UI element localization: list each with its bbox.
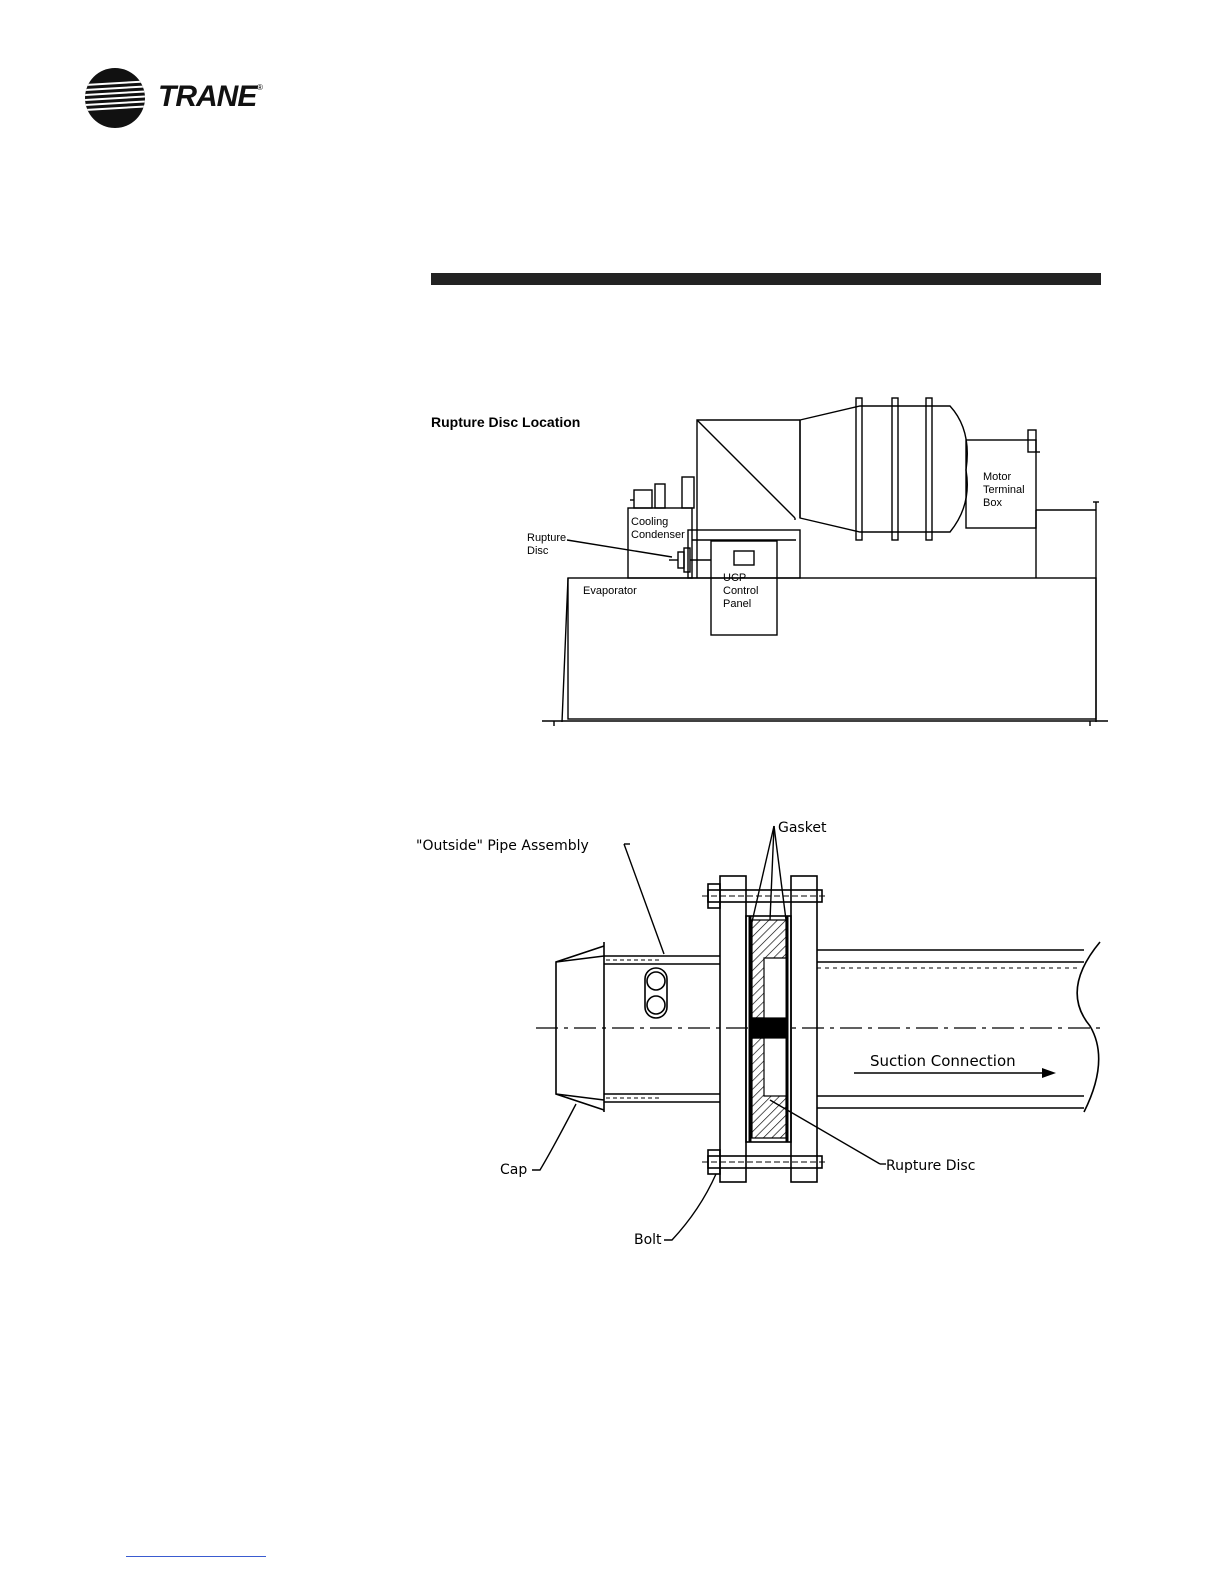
- label-terminal: Terminal: [983, 484, 1025, 496]
- label-gasket: Gasket: [778, 820, 827, 836]
- label-box: Box: [983, 497, 1002, 509]
- label-panel: Panel: [723, 598, 751, 610]
- rupture-disc-assembly: [532, 826, 1106, 1240]
- label-disc: Disc: [527, 545, 549, 557]
- label-rupture-disc: Rupture Disc: [886, 1158, 975, 1174]
- rupture-disc-hatch: [752, 920, 786, 1138]
- label-cap: Cap: [500, 1162, 527, 1178]
- label-suction-connection: Suction Connection: [870, 1052, 1016, 1070]
- footer-line: [126, 1556, 266, 1557]
- label-ucp: UCP: [723, 572, 746, 584]
- label-condenser: Condenser: [631, 529, 685, 541]
- label-bolt: Bolt: [634, 1232, 662, 1248]
- label-motor: Motor: [983, 471, 1011, 483]
- right-flange: [791, 876, 817, 1182]
- evaporator-shell: [568, 578, 1096, 719]
- left-flange: [720, 876, 746, 1182]
- label-evaporator: Evaporator: [583, 585, 637, 597]
- chiller-diagram: [542, 398, 1108, 726]
- label-rupture: Rupture: [527, 532, 566, 544]
- label-cooling: Cooling: [631, 516, 668, 528]
- label-control: Control: [723, 585, 758, 597]
- label-outside-pipe: "Outside" Pipe Assembly: [416, 838, 589, 854]
